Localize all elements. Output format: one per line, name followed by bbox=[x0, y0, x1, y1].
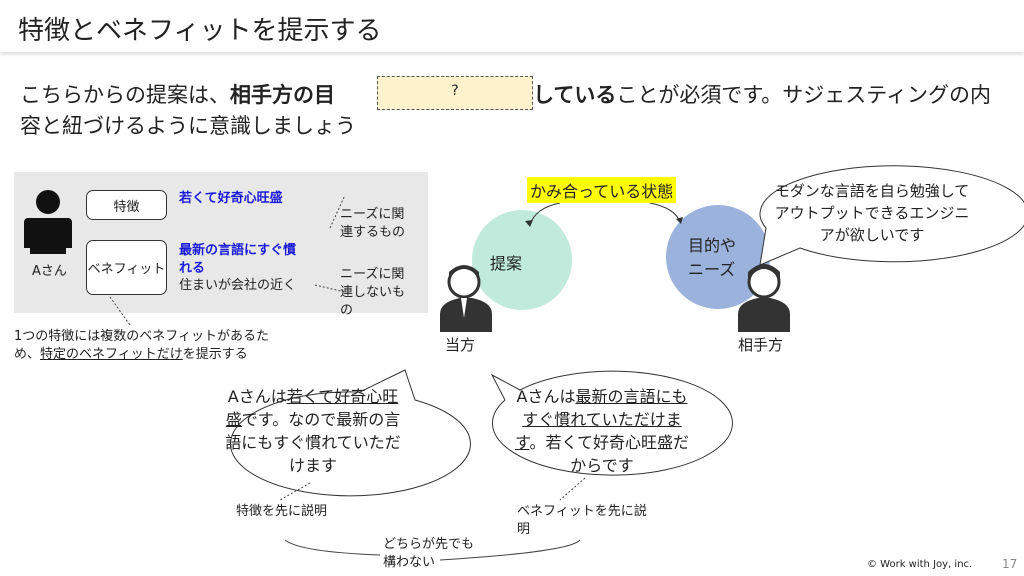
our-person-icon bbox=[440, 265, 492, 332]
needs-label: 目的やニーズ bbox=[688, 236, 737, 279]
person-icon bbox=[24, 190, 72, 254]
connector bbox=[314, 284, 346, 293]
left-note: 特徴を先に説明 bbox=[236, 504, 328, 519]
either-note: どちらが先でも構わない bbox=[383, 537, 475, 570]
right-note: ベネフィットを先に説明 bbox=[517, 504, 647, 537]
slide-title: 特徴とベネフィットを提示する bbox=[18, 16, 382, 46]
note-unrelated: ニーズに関連しないもの bbox=[340, 267, 406, 318]
our-side-label: 当方 bbox=[445, 336, 476, 354]
hidden-answer-box[interactable]: ? bbox=[377, 76, 533, 110]
title-bar bbox=[0, 0, 1024, 52]
state-label: かみ合っている状態 bbox=[527, 177, 677, 203]
their-person-icon bbox=[738, 264, 790, 332]
speech-bubble-left bbox=[229, 369, 471, 497]
connector bbox=[109, 296, 131, 326]
benefit-unrelated: 住まいが会社の近く bbox=[179, 278, 297, 293]
speech-bubble-right bbox=[490, 370, 733, 476]
feature-box: 特徴 bbox=[86, 190, 167, 220]
lead-part2: ことが必須です。サジェスティングの内容と紐づけるように意識しましょう bbox=[20, 83, 992, 138]
right-bubble-text: Aさんは最新の言語にもすぐ慣れていただけます。若くて好奇心旺盛だからです bbox=[515, 387, 689, 475]
proposal-circle bbox=[472, 210, 572, 310]
benefit-related: 最新の言語にすぐ慣れる bbox=[179, 243, 297, 276]
needs-circle bbox=[666, 205, 770, 309]
copyright: © Work with Joy, inc. bbox=[867, 559, 973, 570]
proposal-label: 提案 bbox=[490, 254, 523, 273]
panel-note: 1つの特徴には複数のベネフィットがあるため、特定のベネフィットだけを提示する bbox=[14, 329, 270, 362]
feature-value: 若くて好奇心旺盛 bbox=[179, 191, 283, 206]
arrow-to-needs bbox=[649, 202, 681, 223]
benefit-box: ベネフィット bbox=[86, 240, 167, 295]
speech-bubble-top bbox=[759, 165, 1024, 266]
left-bubble-text: Aさんは若くて好奇心旺盛です。なので最新の言語にもすぐ慣れていただけます bbox=[225, 387, 401, 475]
lead-bold1: 相手方の目 bbox=[230, 83, 335, 107]
their-quote: モダンな言語を自ら勉強してアウトプットできるエンジニアが欲しいです bbox=[774, 182, 970, 244]
page-number: 17 bbox=[1002, 557, 1018, 571]
lead-part1: こちらからの提案は、 bbox=[20, 83, 230, 107]
person-label: Aさん bbox=[32, 264, 67, 279]
note-related: ニーズに関連するもの bbox=[340, 207, 406, 240]
feature-benefit-panel bbox=[14, 172, 428, 313]
their-side-label: 相手方 bbox=[738, 336, 784, 354]
